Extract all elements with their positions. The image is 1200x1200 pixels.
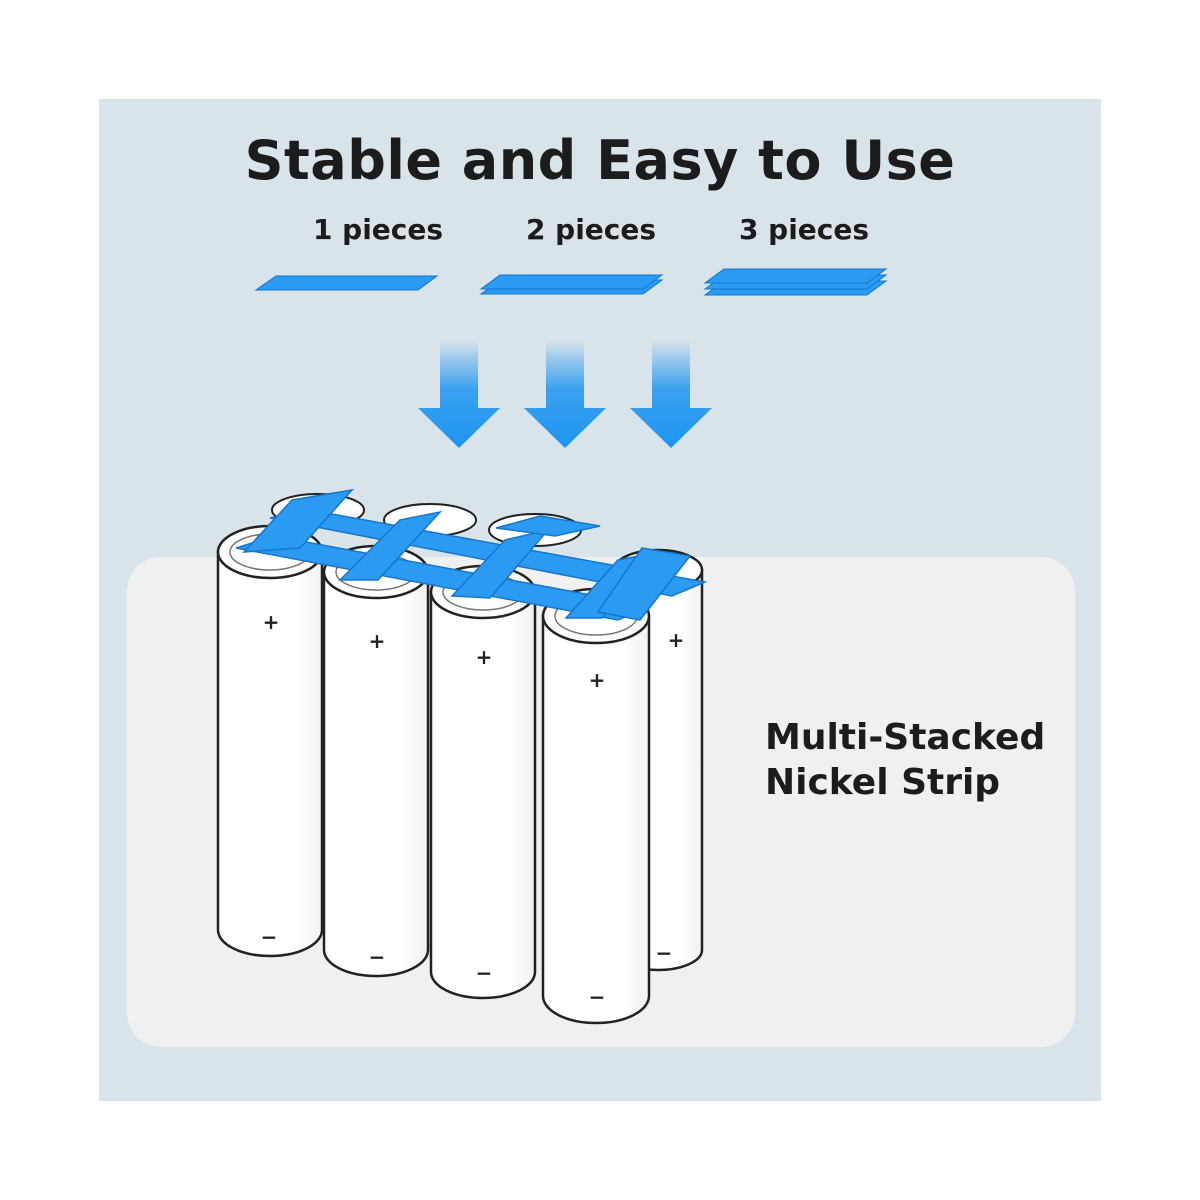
negative-symbol: − — [589, 985, 606, 1009]
negative-symbol: − — [369, 945, 386, 969]
label-2-pieces: 2 pieces — [525, 213, 657, 246]
feature-description: Multi-Stacked Nickel Strip — [765, 715, 1085, 805]
positive-symbol: + — [476, 645, 493, 669]
strip-1-piece — [254, 275, 439, 291]
page-title: Stable and Easy to Use — [244, 129, 956, 192]
negative-symbol: − — [261, 925, 278, 949]
positive-symbol: + — [369, 629, 386, 653]
label-1-piece: 1 pieces — [312, 213, 444, 246]
negative-symbol: − — [656, 941, 673, 965]
feature-line-1: Multi-Stacked — [765, 717, 1046, 758]
negative-symbol: − — [476, 961, 493, 985]
battery-cell-1: + − — [216, 524, 324, 958]
positive-symbol: + — [263, 610, 280, 634]
feature-line-2: Nickel Strip — [765, 762, 1001, 803]
positive-symbol: + — [668, 628, 685, 652]
nickel-strip-assembly — [235, 488, 708, 621]
battery-cell-4: + − — [541, 587, 651, 1025]
down-arrow-icon — [524, 340, 606, 448]
label-3-pieces: 3 pieces — [738, 213, 870, 246]
battery-cell-2: + − — [322, 544, 430, 978]
strip-3-pieces — [703, 268, 888, 296]
battery-cell-3: + − — [429, 564, 537, 1000]
strip-2-pieces — [479, 274, 664, 295]
down-arrow-icon — [630, 340, 712, 448]
down-arrow-icon — [418, 340, 500, 448]
positive-symbol: + — [589, 668, 606, 692]
